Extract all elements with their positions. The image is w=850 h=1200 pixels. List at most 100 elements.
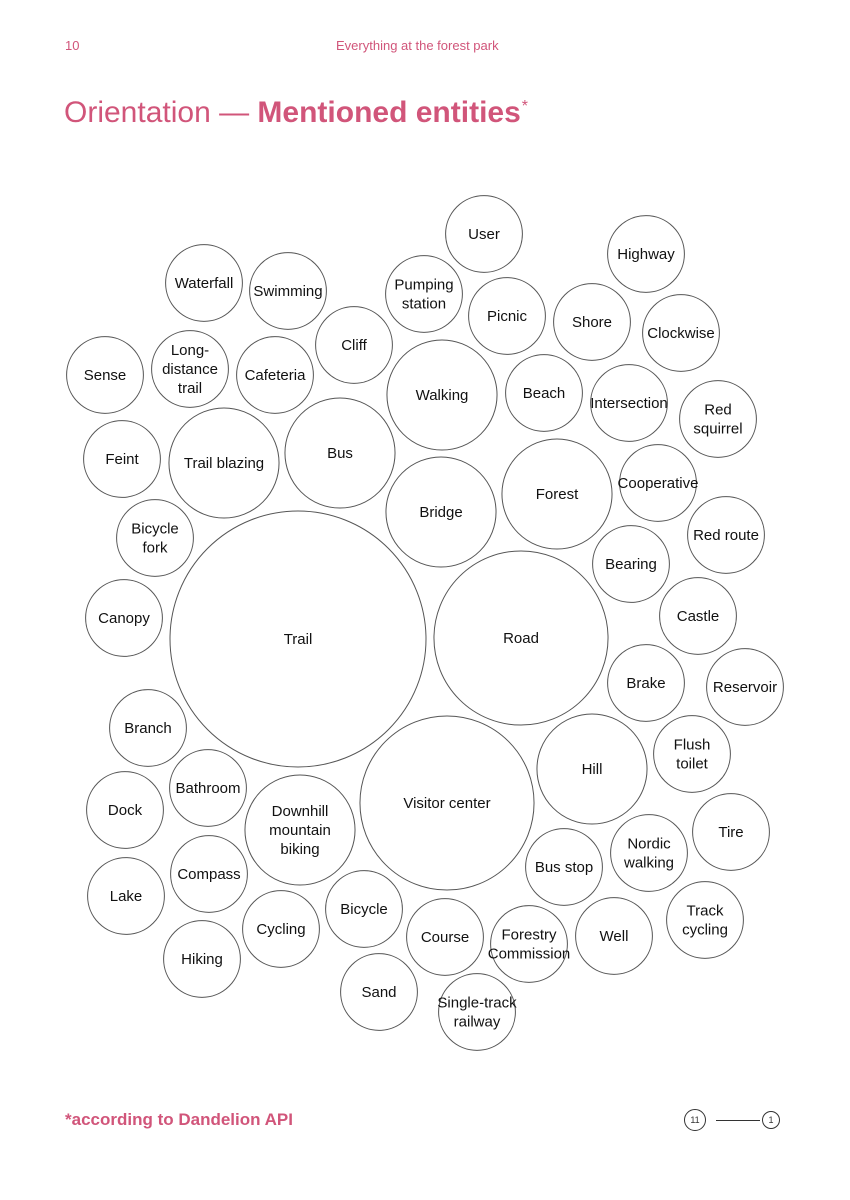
- bubble-label-red-route: Red route: [693, 527, 759, 544]
- bubble-forestry-commission: [490, 905, 568, 983]
- bubble-downhill-mountain-biking: [244, 774, 356, 886]
- bubble-label-canopy: Canopy: [98, 610, 150, 627]
- bubble-shore: [553, 283, 631, 361]
- bubble-label-road: Road: [503, 630, 539, 647]
- bubble-label-picnic: Picnic: [487, 308, 528, 325]
- bubble-label-beach: Beach: [523, 385, 566, 402]
- bubble-label-cafeteria: Cafeteria: [245, 367, 307, 384]
- bubble-label-feint: Feint: [105, 451, 139, 468]
- bubble-label-castle: Castle: [677, 608, 720, 625]
- bubble-picnic: [468, 277, 546, 355]
- heading-emphasis: Mentioned entities: [257, 96, 521, 129]
- bubble-label-course: Course: [421, 929, 469, 946]
- bubble-label-clockwise: Clockwise: [647, 325, 715, 342]
- bubble-label-sand: Sand: [361, 984, 396, 1001]
- bubble-feint: [83, 420, 161, 498]
- bubble-bearing: [592, 525, 670, 603]
- bubble-bridge: [385, 456, 497, 568]
- bubble-label-visitor-center: Visitor center: [403, 795, 490, 812]
- bubble-label-hiking: Hiking: [181, 951, 223, 968]
- bubble-visitor-center: [359, 715, 535, 891]
- bubble-flush-toilet: [653, 715, 731, 793]
- bubble-label-lake: Lake: [110, 888, 143, 905]
- bubble-label-trail: Trail: [284, 631, 313, 648]
- bubble-bathroom: [169, 749, 247, 827]
- bubble-lake: [87, 857, 165, 935]
- bubble-compass: [170, 835, 248, 913]
- bubble-label-cooperative: Cooperative: [618, 475, 699, 492]
- bubble-sense: [66, 336, 144, 414]
- bubble-pumping-station: [385, 255, 463, 333]
- bubble-label-highway: Highway: [617, 246, 675, 263]
- bubble-label-waterfall: Waterfall: [175, 275, 234, 292]
- bubble-label-dock: Dock: [108, 802, 143, 819]
- bubble-long-distance-trail: [151, 330, 229, 408]
- heading-prefix: Orientation —: [64, 96, 258, 129]
- bubble-cafeteria: [236, 336, 314, 414]
- bubble-intersection: [590, 364, 668, 442]
- bubble-label-shore: Shore: [572, 314, 612, 331]
- bubble-label-reservoir: Reservoir: [713, 679, 777, 696]
- bubble-forest: [501, 438, 613, 550]
- bubble-label-bus: Bus: [327, 445, 353, 462]
- footnote-marker: *: [521, 98, 529, 115]
- bubble-tire: [692, 793, 770, 871]
- bubble-bus-stop: [525, 828, 603, 906]
- bubble-bicycle-fork: [116, 499, 194, 577]
- bubble-label-forest: Forest: [536, 486, 579, 503]
- bubble-reservoir: [706, 648, 784, 726]
- bubble-nordic-walking: [610, 814, 688, 892]
- bubble-dock: [86, 771, 164, 849]
- bubble-label-user: User: [468, 226, 500, 243]
- bubble-walking: [386, 339, 498, 451]
- bubble-clockwise: [642, 294, 720, 372]
- bubble-cooperative: [619, 444, 697, 522]
- bubble-well: [575, 897, 653, 975]
- bubble-castle: [659, 577, 737, 655]
- bubble-track-cycling: [666, 881, 744, 959]
- bubble-red-route: [687, 496, 765, 574]
- bubble-label-brake: Brake: [626, 675, 665, 692]
- bubble-label-cliff: Cliff: [341, 337, 367, 354]
- bubble-branch: [109, 689, 187, 767]
- bubble-label-walking: Walking: [416, 387, 469, 404]
- bubble-label-hill: Hill: [582, 761, 603, 778]
- bubble-label-intersection: Intersection: [590, 395, 668, 412]
- bubble-swimming: [249, 252, 327, 330]
- current-page-dot: 11: [684, 1109, 706, 1131]
- bubble-label-bus-stop: Bus stop: [535, 859, 593, 876]
- bubble-course: [406, 898, 484, 976]
- page-number: 10: [65, 38, 80, 53]
- bubble-label-branch: Branch: [124, 720, 172, 737]
- bubble-label-swimming: Swimming: [253, 283, 322, 300]
- bubble-label-tire: Tire: [718, 824, 743, 841]
- bubble-highway: [607, 215, 685, 293]
- pager-line: [716, 1120, 760, 1121]
- next-page-dot: 1: [762, 1111, 780, 1129]
- bubble-red-squirrel: [679, 380, 757, 458]
- bubble-label-bicycle: Bicycle: [340, 901, 388, 918]
- bubble-label-bathroom: Bathroom: [175, 780, 240, 797]
- bubble-label-compass: Compass: [177, 866, 240, 883]
- bubble-bicycle: [325, 870, 403, 948]
- bubble-bus: [284, 397, 396, 509]
- page-indicator: 11 1: [684, 1108, 784, 1132]
- bubble-road: [433, 550, 609, 726]
- bubble-label-bridge: Bridge: [419, 504, 462, 521]
- bubble-user: [445, 195, 523, 273]
- bubble-single-track-railway: [438, 973, 516, 1051]
- bubble-label-sense: Sense: [84, 367, 127, 384]
- bubble-label-bearing: Bearing: [605, 556, 657, 573]
- bubble-brake: [607, 644, 685, 722]
- bubble-label-trail-blazing: Trail blazing: [184, 455, 264, 472]
- footnote: *according to Dandelion API: [65, 1110, 293, 1129]
